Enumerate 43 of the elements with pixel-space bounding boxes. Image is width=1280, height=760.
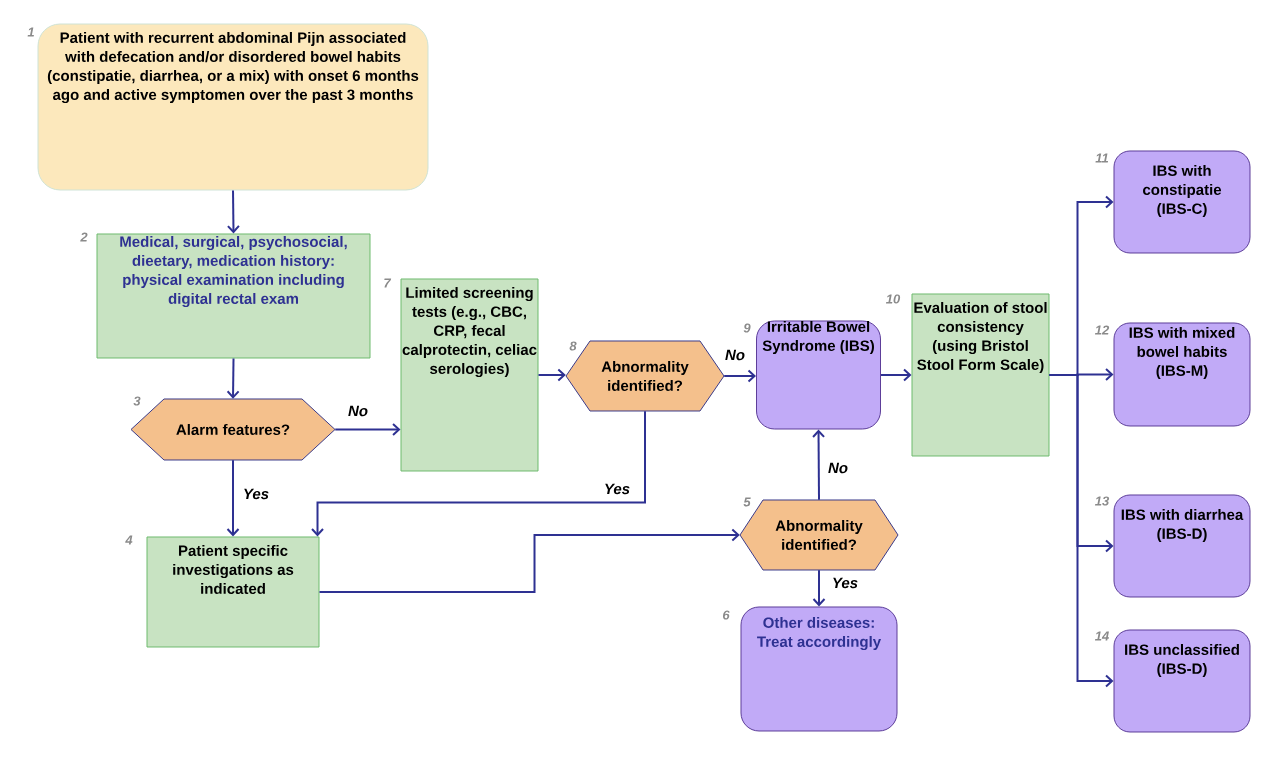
rounded-box: IBS with mixed bowel habits (IBS-M): [1113, 322, 1251, 427]
arrow: [723, 369, 756, 383]
rounded-box: IBS with constipatie (IBS-C): [1113, 150, 1251, 254]
arrow: [537, 368, 566, 382]
rounded-box: Irritable Bowel Syndrome (IBS): [756, 320, 881, 430]
step-number: 5: [743, 497, 751, 507]
edge-label: Yes: [830, 576, 860, 590]
step-number: 1: [27, 27, 34, 37]
rounded-box: Patient with recurrent abdominal Pijn associated with defecation and/or disordered bowel habits (constipatie, diarrhea, or a mix) with onset 6 months ago and active symptomen over the past 3 months: [37, 23, 429, 191]
arrow: [318, 528, 740, 593]
edge-label: Yes: [241, 487, 271, 501]
step-number: 11: [1095, 153, 1109, 163]
arrow: [812, 569, 826, 607]
step-number: 3: [133, 396, 141, 406]
step-number: 9: [743, 323, 751, 333]
step-number: 2: [80, 232, 88, 242]
arrow: [311, 410, 646, 537]
edge-label: No: [347, 404, 369, 418]
step-number: 4: [125, 535, 133, 545]
arrow: [1048, 374, 1114, 688]
process-box: Patient specific investigations as indicated: [146, 536, 320, 648]
edge-label: Yes: [602, 482, 632, 496]
arrow: [812, 429, 826, 501]
arrow: [226, 189, 240, 234]
process-box: Limited screening tests (e.g., CBC, CRP, fecal calprotectin, celiac serologies): [400, 278, 539, 472]
step-number: 10: [886, 294, 901, 304]
rounded-box: Other diseases: Treat accordingly: [740, 606, 898, 732]
step-number: 8: [569, 341, 577, 351]
arrow: [880, 368, 912, 382]
step-number: 13: [1095, 496, 1110, 506]
arrow: [334, 423, 401, 436]
rounded-box: IBS unclassified (IBS-D): [1113, 629, 1251, 733]
step-number: 14: [1095, 631, 1109, 641]
rounded-box: IBS with diarrhea (IBS-D): [1113, 494, 1251, 598]
arrow: [226, 459, 240, 537]
step-number: 6: [723, 610, 730, 620]
process-box: Evaluation of stool consistency (using Bristol Stool Form Scale): [911, 293, 1050, 457]
step-number: 12: [1095, 325, 1110, 335]
edge-label: No: [724, 348, 746, 362]
step-number: 7: [384, 278, 392, 288]
edge-label: No: [827, 461, 849, 475]
arrow: [226, 357, 240, 399]
process-box: Medical, surgical, psychosocial, dieetary, medication history: physical examination including digital rectal exam: [96, 233, 371, 359]
